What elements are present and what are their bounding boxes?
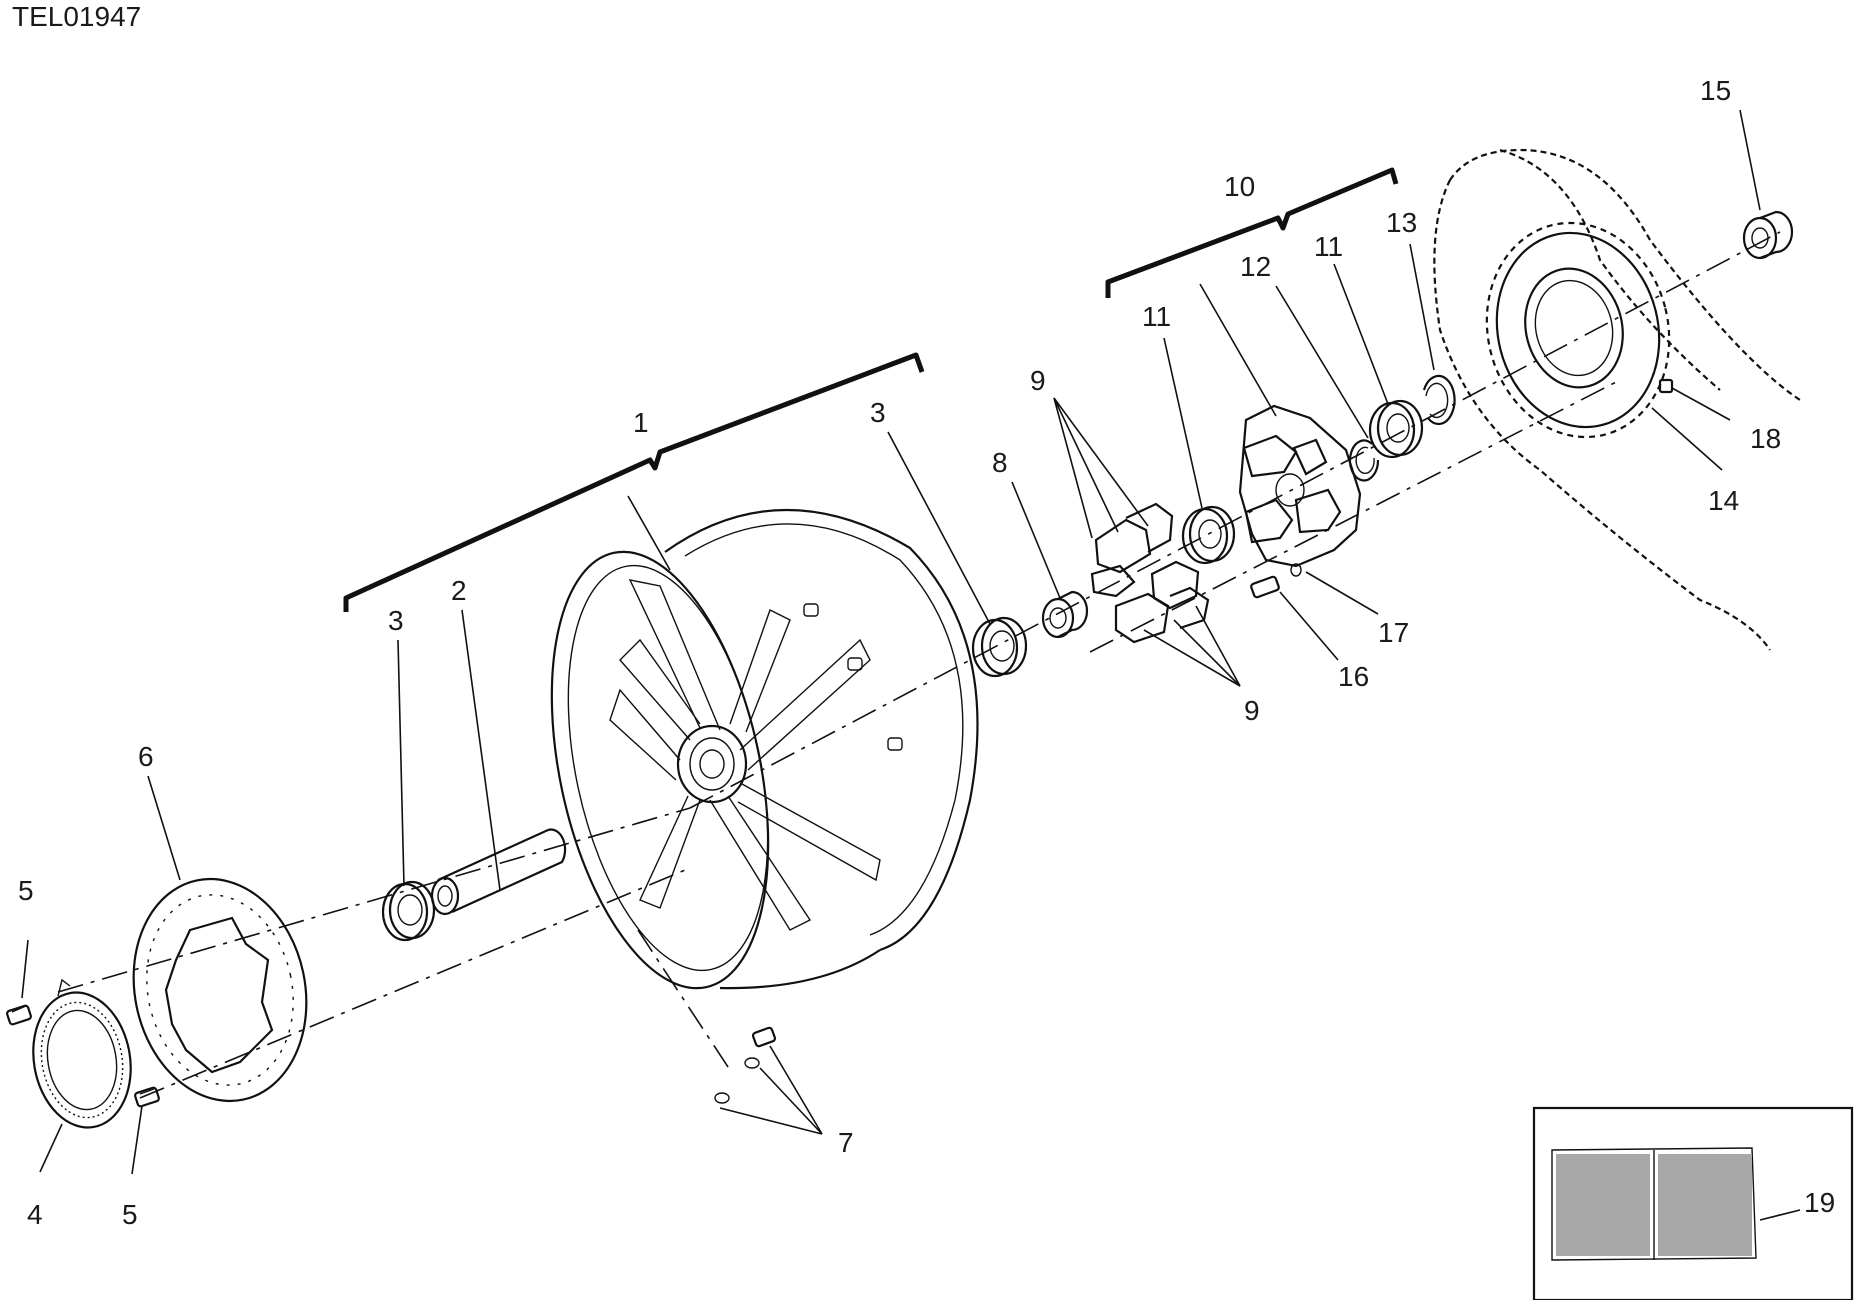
carrier-bearing-inner bbox=[1181, 505, 1236, 565]
callout-8: 8 bbox=[992, 447, 1008, 478]
brake-pad-kit-box bbox=[1532, 1106, 1854, 1300]
callout-6: 6 bbox=[138, 741, 154, 772]
abs-tone-ring bbox=[32, 978, 132, 1129]
callout-4: 4 bbox=[27, 1199, 43, 1230]
callout-9: 9 bbox=[1244, 695, 1260, 726]
callout-7: 7 bbox=[838, 1127, 854, 1158]
carrier-bearing-outer bbox=[1368, 399, 1424, 459]
leader-lines bbox=[21, 109, 1761, 1175]
drawing-code: TEL01947 bbox=[12, 1, 141, 32]
callout-1: 1 bbox=[633, 407, 649, 438]
callout-10: 10 bbox=[1224, 171, 1255, 202]
callout-13: 13 bbox=[1386, 207, 1417, 238]
disc-screw bbox=[134, 1086, 160, 1108]
chain-bushing bbox=[1742, 210, 1794, 260]
sprocket-carrier bbox=[1238, 404, 1362, 568]
callout-16: 16 bbox=[1338, 661, 1369, 692]
callout-11: 11 bbox=[1314, 231, 1343, 262]
brace-sprocket-carrier-assembly bbox=[1105, 167, 1399, 298]
rear-sprocket bbox=[1485, 221, 1671, 439]
cush-drive-rubbers bbox=[1090, 502, 1210, 644]
brace-wheel-assembly bbox=[343, 352, 925, 612]
wheel-bearing-left bbox=[381, 880, 436, 942]
carrier-washer bbox=[1290, 563, 1302, 577]
carrier-bolt bbox=[1250, 575, 1280, 599]
callout-3: 3 bbox=[388, 605, 404, 636]
callout-5: 5 bbox=[18, 875, 34, 906]
callout-19: 19 bbox=[1804, 1187, 1835, 1218]
callout-12: 12 bbox=[1240, 251, 1271, 282]
callout-14: 14 bbox=[1708, 485, 1739, 516]
drive-chain bbox=[1433, 148, 1801, 651]
callout-15: 15 bbox=[1700, 75, 1731, 106]
assembly-axis-lines bbox=[57, 231, 1781, 1099]
tire-valve bbox=[714, 1026, 777, 1104]
callout-11: 11 bbox=[1142, 301, 1171, 332]
wheel-bearing-right bbox=[971, 616, 1028, 678]
callout-3: 3 bbox=[870, 397, 886, 428]
callout-2: 2 bbox=[451, 575, 467, 606]
wheel-spacer-tube bbox=[430, 828, 567, 916]
snap-ring bbox=[1422, 374, 1456, 426]
rear-wheel-rim bbox=[550, 508, 979, 990]
callout-5: 5 bbox=[122, 1199, 138, 1230]
hub-spacer bbox=[1041, 590, 1089, 639]
abs-ring-screw bbox=[6, 1004, 32, 1026]
callout-labels: 1 2 3 3 4 5 5 6 7 8 9 9 10 11 11 12 13 1… bbox=[18, 75, 1835, 1230]
callout-18: 18 bbox=[1750, 423, 1781, 454]
callout-17: 17 bbox=[1378, 617, 1409, 648]
brake-disc bbox=[132, 877, 308, 1103]
circlip bbox=[1348, 439, 1380, 482]
callout-9: 9 bbox=[1030, 365, 1046, 396]
sprocket-nut bbox=[1658, 378, 1674, 394]
